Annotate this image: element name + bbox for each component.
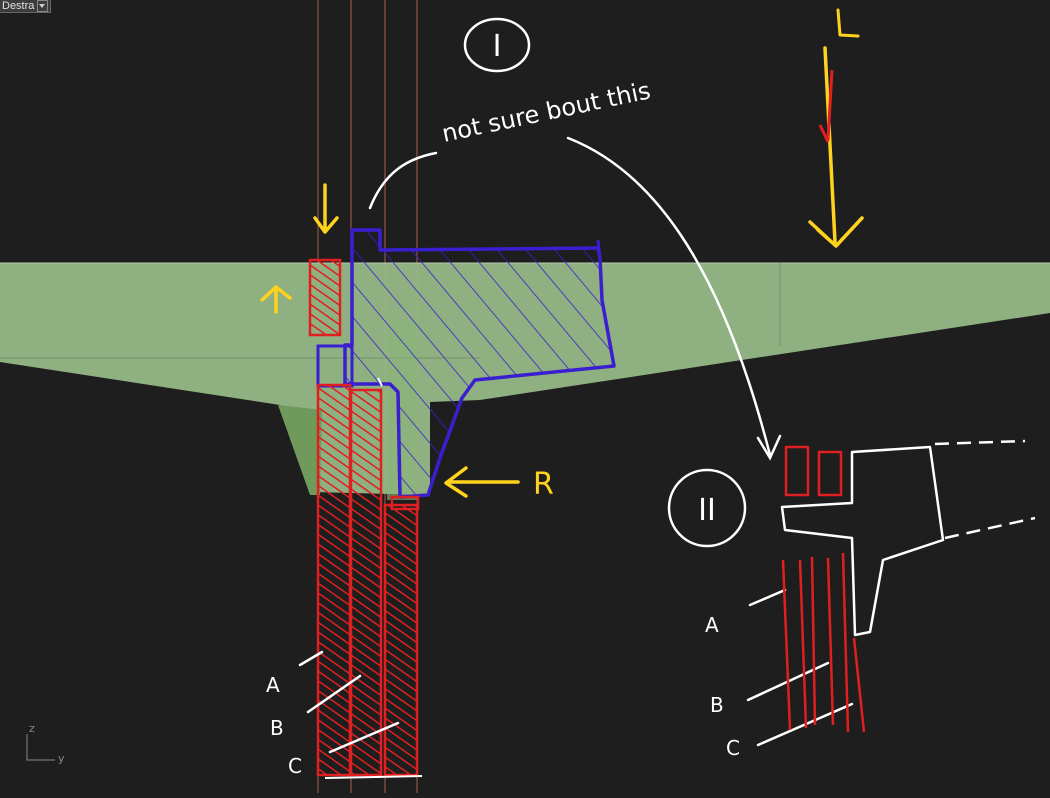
viewport-name: Destra (2, 0, 35, 12)
load-arrows-yellow (260, 8, 864, 498)
axis-gizmo: z y (26, 722, 65, 765)
section-2-detail (780, 439, 1036, 733)
load-arrow-icon (808, 46, 864, 248)
axis-y-label: y (58, 752, 65, 765)
layer-label-b-right: B (710, 693, 724, 717)
section-2-label: II (698, 493, 716, 528)
layer-label-a-left: A (266, 673, 280, 697)
layer-label-b-left: B (270, 716, 284, 740)
down-arrow-top (313, 183, 339, 234)
layer-label-a-right: A (705, 613, 719, 637)
section-1-label: I (493, 29, 502, 64)
viewport-title-tab[interactable]: Destra (0, 0, 52, 13)
up-arrow-left (260, 285, 292, 314)
reaction-arrow-icon (444, 466, 520, 498)
reaction-label: R (533, 467, 554, 502)
layer-label-c-right: C (726, 736, 740, 760)
viewport-menu-chevron-icon[interactable] (37, 0, 49, 12)
layer-label-c-left: C (288, 754, 302, 778)
note-text: not sure bout this (439, 76, 653, 148)
beam-section-blue (316, 228, 616, 499)
axis-z-label: z (29, 722, 35, 735)
column-layers-red (308, 258, 423, 779)
